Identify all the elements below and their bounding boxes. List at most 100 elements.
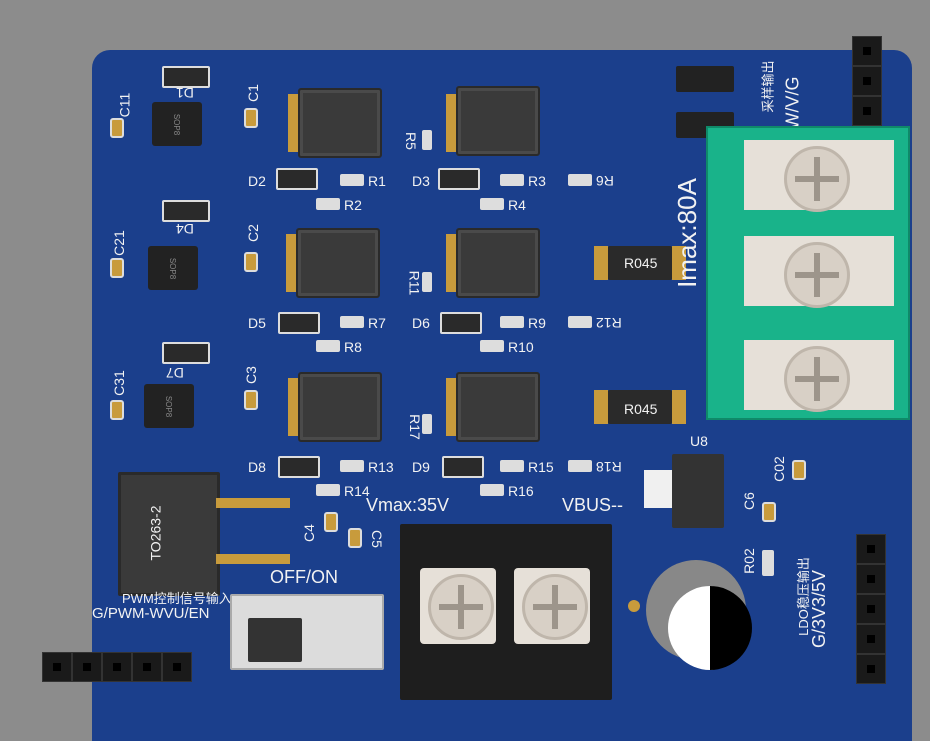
- label-d1: D1: [176, 85, 194, 101]
- label-pwm-pins: G/PWM-WVU/EN: [92, 605, 210, 622]
- label-d3: D3: [412, 173, 430, 189]
- electrolytic-capacitor: [668, 586, 752, 670]
- label-d8: D8: [248, 459, 266, 475]
- resistor-r17: [422, 414, 432, 434]
- label-r2: R2: [344, 197, 362, 213]
- diode-d2-body: [276, 168, 318, 190]
- capacitor-c11: [110, 118, 124, 138]
- u8-tab: [644, 470, 672, 508]
- capacitor-c21: [110, 258, 124, 278]
- ldo-header-pin-4[interactable]: [856, 624, 886, 654]
- shunt-pad-b1: [594, 390, 608, 424]
- label-c1: C1: [244, 84, 261, 102]
- resistor-r4: [480, 198, 504, 210]
- pwm-header-pin-2[interactable]: [72, 652, 102, 682]
- resistor-r1: [340, 174, 364, 186]
- label-r7: R7: [368, 315, 386, 331]
- mosfet-tab-1: [288, 94, 298, 152]
- resistor-r18: [568, 460, 592, 472]
- ldo-header-pin-2[interactable]: [856, 564, 886, 594]
- electrolytic-pad: [628, 600, 640, 612]
- capacitor-c3: [244, 390, 258, 410]
- resistor-r8: [316, 340, 340, 352]
- label-r18: R18: [596, 459, 622, 475]
- label-imax: Imax:80A: [671, 178, 702, 288]
- power-switch-lever[interactable]: [248, 618, 302, 662]
- label-r8: R8: [344, 339, 362, 355]
- to263-lead-2: [216, 554, 290, 564]
- screw-icon-1: [784, 146, 850, 212]
- label-r1: R1: [368, 173, 386, 189]
- label-c31: C31: [110, 370, 127, 396]
- resistor-r15: [500, 460, 524, 472]
- resistor-r13: [340, 460, 364, 472]
- mosfet-tab-4: [446, 234, 456, 292]
- to263-regulator: [118, 472, 220, 596]
- label-r02: R02: [740, 548, 757, 574]
- diode-d8-body: [278, 456, 320, 478]
- label-d2: D2: [248, 173, 266, 189]
- label-pwm-title: PWM控制信号输入: [122, 591, 232, 606]
- pwm-header-pin-5[interactable]: [162, 652, 192, 682]
- label-r14: R14: [344, 483, 370, 499]
- label-r5: R5: [402, 132, 419, 150]
- ldo-header-pin-1[interactable]: [856, 534, 886, 564]
- label-r045-b: R045: [624, 401, 658, 417]
- shunt-resistor-2: [608, 390, 672, 424]
- resistor-r12: [568, 316, 592, 328]
- capacitor-c1: [244, 108, 258, 128]
- label-r17: R17: [406, 414, 423, 440]
- diode-d3-body: [438, 168, 480, 190]
- label-vbus: VBUS--: [562, 495, 624, 515]
- diode-d7-body: [162, 342, 210, 364]
- resistor-r14: [316, 484, 340, 496]
- label-r13: R13: [368, 459, 394, 475]
- diode-d4-body: [162, 200, 210, 222]
- mosfet-tab-6: [446, 378, 456, 436]
- label-d6: D6: [412, 315, 430, 331]
- ldo-header-pin-3[interactable]: [856, 594, 886, 624]
- mosfet-tab-3: [286, 234, 296, 292]
- resistor-r02: [762, 550, 774, 576]
- mosfet-q6: [456, 372, 540, 442]
- capacitor-c02: [792, 460, 806, 480]
- label-to263: TO263-2: [147, 505, 164, 561]
- pwm-header-pin-4[interactable]: [132, 652, 162, 682]
- sample-header-pin-2[interactable]: [852, 66, 882, 96]
- mosfet-q1: [298, 88, 382, 158]
- diode-d1-body: [162, 66, 210, 88]
- capacitor-c5: [348, 528, 362, 548]
- mosfet-q4: [456, 228, 540, 298]
- label-sample-title: 采样输出: [760, 60, 776, 113]
- label-d7: D7: [166, 365, 184, 381]
- ldo-header-pin-5[interactable]: [856, 654, 886, 684]
- sample-header-pin-3[interactable]: [852, 96, 882, 126]
- shunt-pad-a2: [672, 246, 686, 280]
- label-r11: R11: [406, 270, 423, 296]
- screw-icon-5: [522, 574, 588, 640]
- screw-icon-4: [428, 574, 494, 640]
- label-r045-a: R045: [624, 255, 658, 271]
- sample-header-pin-1[interactable]: [852, 36, 882, 66]
- label-c6: C6: [740, 492, 757, 510]
- label-r16: R16: [508, 483, 534, 499]
- capacitor-c4: [324, 512, 338, 532]
- u8-ldo: [672, 454, 724, 528]
- label-r9: R9: [528, 315, 546, 331]
- resistor-r3: [500, 174, 524, 186]
- mosfet-q3: [296, 228, 380, 298]
- capacitor-c2: [244, 252, 258, 272]
- label-off-on: OFF/ON: [270, 567, 338, 587]
- screw-icon-3: [784, 346, 850, 412]
- resistor-r2: [316, 198, 340, 210]
- pwm-header-pin-1[interactable]: [42, 652, 72, 682]
- label-ldo-pins: G/3V3/5V: [809, 569, 830, 649]
- label-r15: R15: [528, 459, 554, 475]
- pwm-header-pin-3[interactable]: [102, 652, 132, 682]
- label-ldo-title: LDO稳压输出: [795, 557, 811, 636]
- sense-chip-1: [676, 66, 734, 92]
- resistor-r6: [568, 174, 592, 186]
- capacitor-c31: [110, 400, 124, 420]
- label-r10: R10: [508, 339, 534, 355]
- label-vmax: Vmax:35V: [366, 495, 450, 515]
